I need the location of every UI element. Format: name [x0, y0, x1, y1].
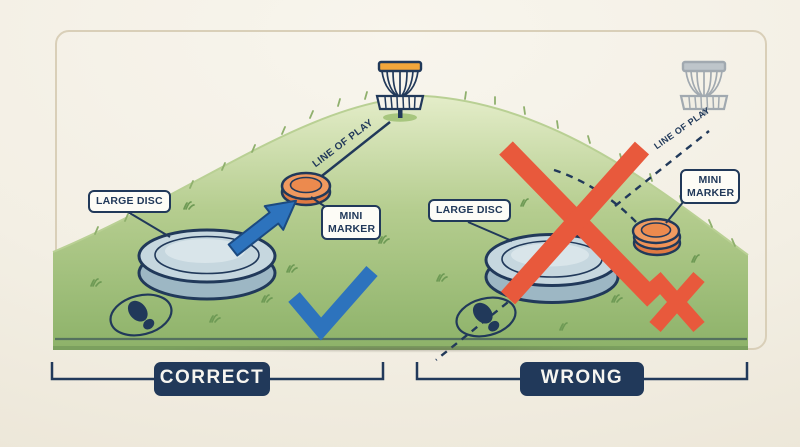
footprint-icon-right: [455, 296, 517, 338]
checkmark-icon: [288, 266, 378, 341]
grass-fringe: [94, 91, 736, 247]
big-cross-icon: [499, 141, 661, 307]
mini-marker-icon-right: [631, 217, 682, 257]
grass-tufts: [90, 198, 700, 331]
field-bottom-edge: [53, 346, 748, 350]
disc-golf-basket-icon: [375, 60, 425, 122]
correct-verdict-badge: CORRECT: [154, 362, 270, 396]
mini-marker-label-left: MINI MARKER: [321, 205, 381, 241]
faded-basket-icon: [679, 60, 729, 115]
basket-band: [377, 60, 423, 73]
arrow-icon: [227, 199, 298, 257]
pointer-large-disc-left: [127, 211, 171, 238]
mini-marker-icon-left: [280, 171, 332, 207]
large-disc-label-left: LARGE DISC: [88, 190, 171, 213]
wrong-verdict-badge: WRONG: [520, 362, 644, 396]
small-cross-icon: [649, 272, 705, 332]
pointer-mini-marker-right: [665, 200, 685, 224]
pointer-large-disc-right: [467, 221, 513, 242]
footprint-icon-left: [109, 293, 173, 337]
correct-line-of-play-line: [317, 121, 391, 180]
large-disc-label-right: LARGE DISC: [428, 199, 511, 222]
field-drop-shadow: [60, 346, 740, 356]
mini-marker-label-right: MINI MARKER: [680, 169, 740, 205]
